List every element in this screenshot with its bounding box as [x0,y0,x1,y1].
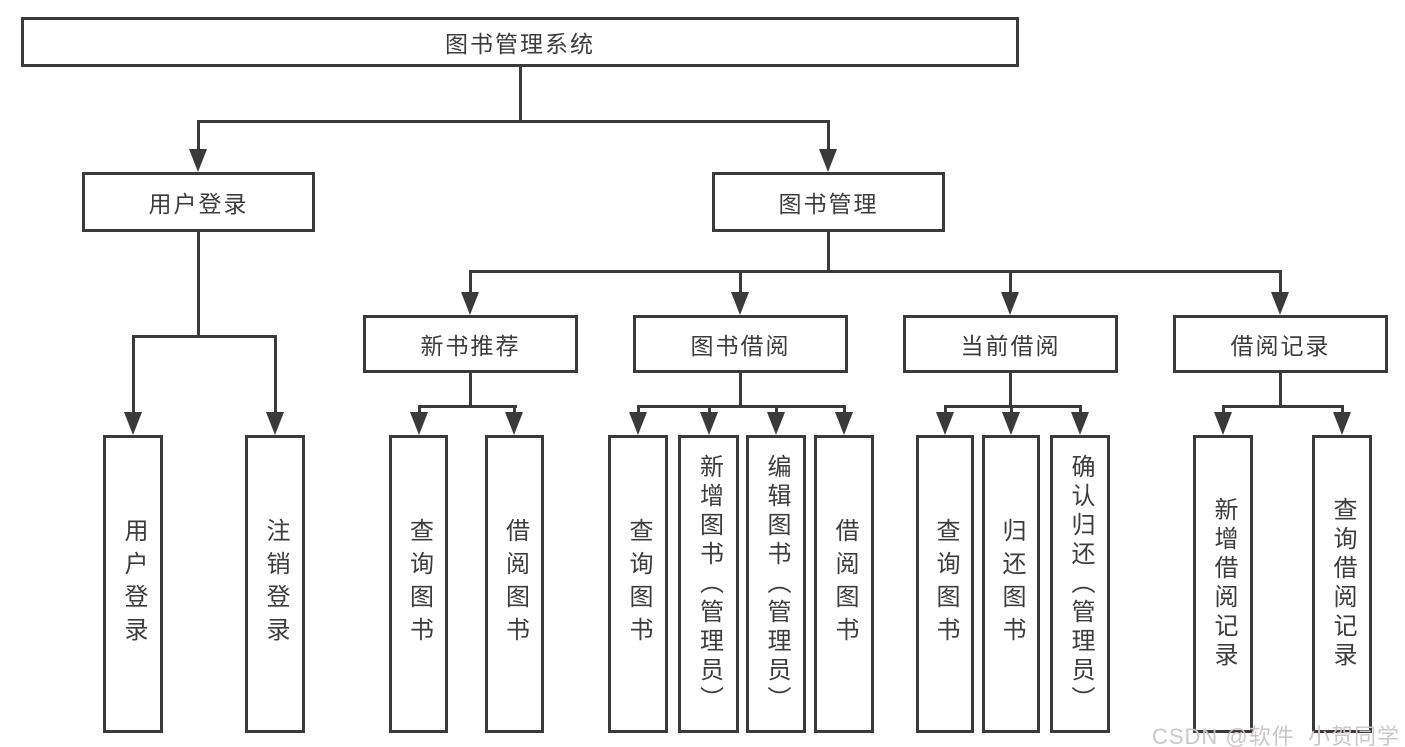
connector-segment [1009,373,1012,405]
connector-segment [469,270,472,294]
connector-segment [1222,405,1344,408]
leaf-borrow-book-1: 借阅图书 [485,435,544,733]
connector-segment [274,335,277,412]
connector-segment [1279,373,1282,405]
connector-segment [132,335,135,412]
arrowhead-icon [505,412,523,435]
connector-segment [775,405,778,412]
arrowhead-icon [1214,412,1232,435]
node-root: 图书管理系统 [21,17,1019,67]
connector-segment [1222,405,1225,412]
leaf-return-book: 归还图书 [982,435,1040,733]
arrowhead-icon [1271,292,1289,315]
connector-segment [637,405,640,412]
leaf-query-borrow-record: 查询借阅记录 [1312,435,1372,733]
leaf-confirm-return-admin: 确认归还（管理员） [1050,435,1110,733]
leaf-add-book-admin: 新增图书（管理员） [678,435,739,733]
arrowhead-icon [936,412,954,435]
arrowhead-icon [124,412,142,435]
connector-segment [739,373,742,405]
connector-segment [739,270,742,294]
connector-segment [1279,270,1282,294]
arrowhead-icon [1002,412,1020,435]
connector-segment [513,405,516,412]
node-book-borrow: 图书借阅 [633,315,848,373]
arrowhead-icon [266,412,284,435]
node-borrow-record: 借阅记录 [1173,315,1388,373]
connector-segment [1010,405,1013,412]
connector-segment [1009,270,1012,294]
connector-segment [708,405,711,412]
arrowhead-icon [1333,412,1351,435]
arrowhead-icon [819,149,837,172]
connector-segment [197,120,200,151]
arrowhead-icon [629,412,647,435]
node-new-book-recommend: 新书推荐 [363,315,578,373]
arrowhead-icon [189,149,207,172]
node-book-management: 图书管理 [712,172,945,232]
connector-segment [827,232,830,270]
leaf-add-borrow-record: 新增借阅记录 [1193,435,1253,733]
connector-segment [827,120,830,151]
connector-segment [944,405,947,412]
leaf-logout: 注销登录 [245,435,305,733]
connector-segment [469,270,1282,273]
leaf-query-book-1: 查询图书 [389,435,448,733]
leaf-query-book-3: 查询图书 [916,435,974,733]
node-current-borrow: 当前借阅 [903,315,1118,373]
arrowhead-icon [410,412,428,435]
connector-segment [197,232,200,335]
connector-segment [197,120,830,123]
csdn-watermark: CSDN @软件_小贺同学 [1151,724,1400,747]
connector-segment [637,405,846,408]
arrowhead-icon [461,292,479,315]
connector-segment [469,373,472,405]
arrowhead-icon [731,292,749,315]
connector-segment [418,405,421,412]
node-user-login: 用户登录 [82,172,315,232]
arrowhead-icon [767,412,785,435]
leaf-user-login: 用户登录 [103,435,163,733]
connector-segment [843,405,846,412]
connector-segment [1341,405,1344,412]
arrowhead-icon [700,412,718,435]
connector-segment [519,67,522,120]
connector-segment [944,405,1082,408]
connector-segment [418,405,517,408]
leaf-borrow-book-2: 借阅图书 [814,435,874,733]
connector-segment [132,335,277,338]
connector-segment [1079,405,1082,412]
arrowhead-icon [1071,412,1089,435]
arrowhead-icon [835,412,853,435]
arrowhead-icon [1001,292,1019,315]
leaf-edit-book-admin: 编辑图书（管理员） [746,435,806,733]
leaf-query-book-2: 查询图书 [608,435,668,733]
